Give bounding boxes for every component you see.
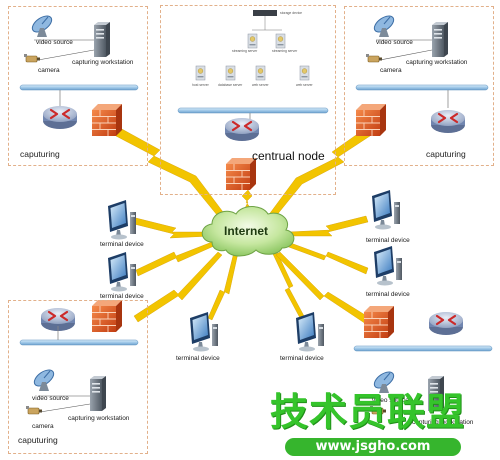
- terminal-device-label: terminal device: [100, 293, 144, 300]
- camera-label: camera: [380, 67, 402, 74]
- streaming-server-label: streaming server: [272, 49, 298, 53]
- internet-label: Internet: [224, 224, 269, 238]
- storage-device-label: storage device: [280, 11, 303, 15]
- watermark-brand: 技术员联盟: [270, 390, 466, 434]
- backbone-bar: [19, 84, 139, 91]
- terminal-device-icon: [372, 190, 400, 230]
- site-box-top-left: [8, 6, 148, 166]
- terminal-device-icon: [296, 312, 324, 352]
- storage-device-icon: [253, 10, 277, 16]
- video-source-label: video source: [32, 395, 69, 402]
- central-node-label: centrual node: [252, 149, 325, 163]
- backbone-bar: [355, 84, 489, 91]
- link-terminal-right-1: [287, 215, 369, 237]
- video-source-label: video source: [376, 39, 413, 46]
- terminal-device-icon: [374, 246, 402, 286]
- link-terminal-left-1: [133, 217, 213, 239]
- capture-site-top-left: [19, 12, 139, 137]
- web-server-label: web server: [296, 83, 313, 87]
- terminal-device-label: terminal device: [100, 241, 144, 248]
- workstation-label: capturing workstation: [412, 419, 474, 426]
- backbone-bar: [19, 339, 139, 346]
- router-icon: [427, 310, 465, 337]
- site-box-top-right: [344, 6, 494, 166]
- terminal-device-label: terminal device: [366, 237, 410, 244]
- central-node-site: [177, 10, 329, 191]
- workstation-label: capturing workstation: [406, 59, 468, 66]
- terminal-device-label: terminal device: [176, 355, 220, 362]
- camera-label: camera: [32, 423, 54, 430]
- streaming-server-label: streaming server: [232, 49, 258, 53]
- terminal-device-icon: [190, 312, 218, 352]
- camera-label: camera: [38, 67, 60, 74]
- web-server-label: web server: [252, 83, 269, 87]
- host-server-label: host server: [192, 83, 209, 87]
- database-server-label: database server: [218, 83, 243, 87]
- video-source-label: video source: [36, 39, 73, 46]
- watermark-url: www.jsgho.com: [285, 438, 461, 456]
- capturing-label: caputuring: [426, 149, 466, 159]
- terminal-device-icon: [108, 252, 136, 292]
- capture-site-bottom-left: [19, 299, 139, 415]
- site-box-bottom-left: [8, 300, 148, 454]
- capture-site-top-right: [355, 12, 489, 137]
- capturing-label: caputuring: [20, 149, 60, 159]
- link-terminal-right-2: [285, 241, 369, 275]
- backbone-bar: [353, 345, 493, 352]
- firewall-icon: [363, 305, 395, 339]
- backbone-bar: [177, 107, 329, 114]
- capturing-label: caputuring: [18, 435, 58, 445]
- workstation-label: capturing workstation: [68, 415, 130, 422]
- link-bottom-left-site: [133, 251, 223, 323]
- link-bottom-right-site: [275, 251, 371, 325]
- site-box-central: [160, 5, 336, 195]
- terminal-device-icon: [108, 200, 136, 240]
- internet-cloud: [201, 206, 295, 257]
- capture-site-bottom-right: [353, 305, 493, 415]
- workstation-label: capturing workstation: [72, 59, 134, 66]
- video-source-label: video source: [372, 397, 409, 404]
- terminal-device-label: terminal device: [366, 291, 410, 298]
- terminal-device-label: terminal device: [280, 355, 324, 362]
